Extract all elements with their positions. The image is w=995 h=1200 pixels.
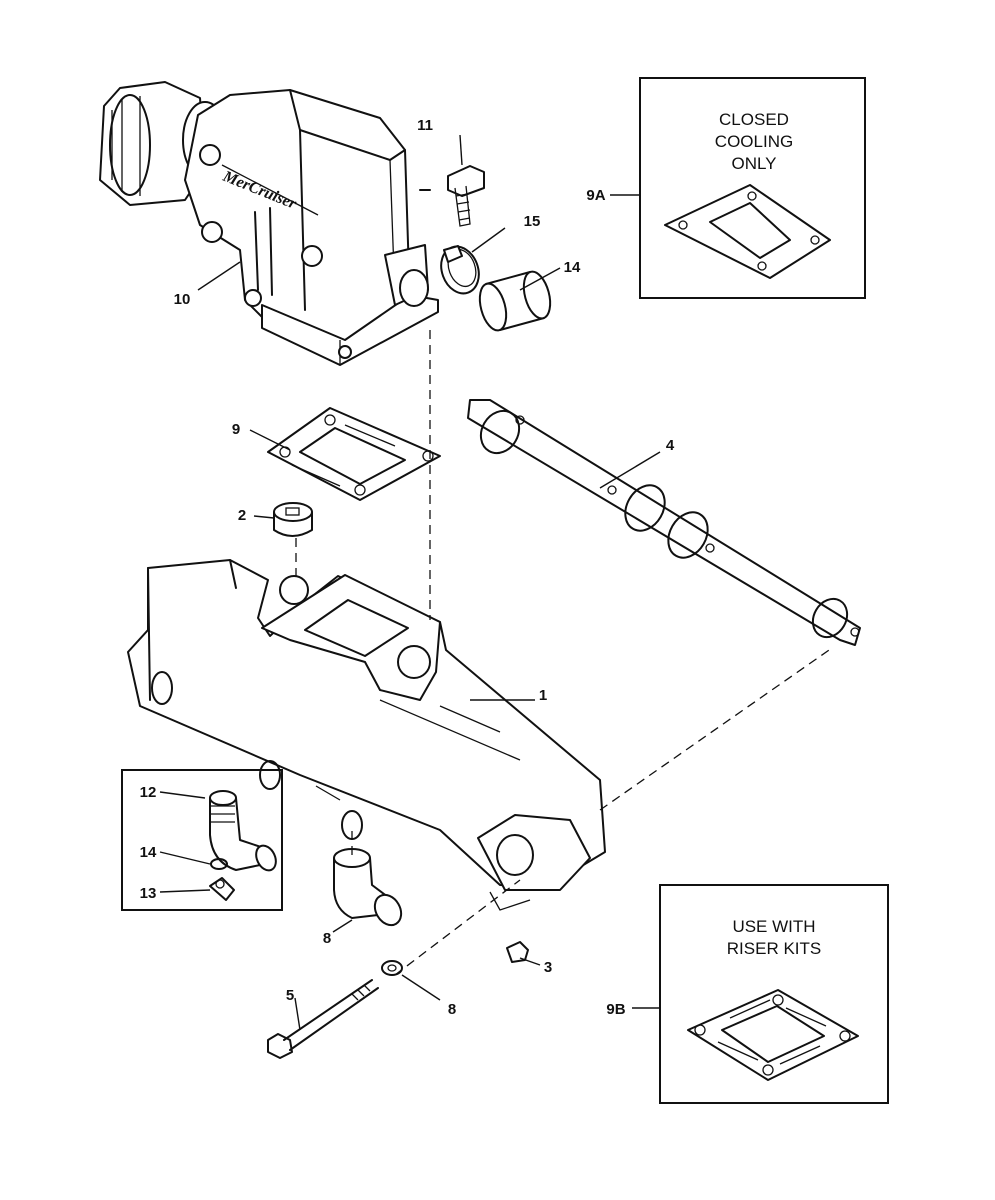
gasket-part-9a xyxy=(664,184,831,279)
manifold-gasket-part-4 xyxy=(467,399,861,646)
o-ring-part-14 xyxy=(210,858,228,870)
closed-cooling-line2: COOLING xyxy=(715,132,793,151)
callout-3: 3 xyxy=(544,959,552,976)
hose-clamp-part-15 xyxy=(440,245,480,295)
hose-part-14 xyxy=(478,270,552,332)
exhaust-manifold-part-1 xyxy=(127,559,606,911)
clip-part-13 xyxy=(209,877,235,901)
callout-10: 10 xyxy=(174,291,191,308)
closed-cooling-line1: CLOSED xyxy=(719,110,789,129)
riser-kits-line1: USE WITH xyxy=(732,917,815,936)
callout-9a: 9A xyxy=(586,187,605,204)
callout-11: 11 xyxy=(417,117,433,134)
callout-4: 4 xyxy=(666,437,675,454)
long-bolt-part-5 xyxy=(267,979,379,1059)
callout-15: 15 xyxy=(524,213,541,230)
riser-kits-line2: RISER KITS xyxy=(727,939,821,958)
assembly-dashed-lines xyxy=(295,330,833,976)
nut-part-3 xyxy=(506,941,529,963)
callout-8-elbow: 8 xyxy=(323,930,331,947)
callout-9b: 9B xyxy=(606,1001,625,1018)
callout-9: 9 xyxy=(232,421,240,438)
leader-lines xyxy=(159,134,661,1031)
inset-closed-cooling: CLOSED COOLING ONLY xyxy=(639,77,866,299)
closed-cooling-line3: ONLY xyxy=(731,154,776,173)
bolt-part-11 xyxy=(447,165,485,227)
callout-12: 12 xyxy=(140,784,157,801)
inset-riser-kits: USE WITH RISER KITS xyxy=(659,884,889,1104)
callout-5: 5 xyxy=(286,987,294,1004)
fitting-part-12 xyxy=(209,790,277,872)
callout-8-washer: 8 xyxy=(448,1001,456,1018)
callout-14-upper: 14 xyxy=(564,259,581,276)
callout-14-inset: 14 xyxy=(140,844,157,861)
exhaust-elbow-part-10: MerCruiser xyxy=(99,81,439,366)
plug-part-2 xyxy=(273,502,313,537)
gasket-part-9b xyxy=(687,989,859,1081)
callout-1: 1 xyxy=(539,687,547,704)
callout-2: 2 xyxy=(238,507,246,524)
gasket-part-9 xyxy=(267,407,441,501)
inset-fittings-box xyxy=(121,769,283,911)
washer-part-8 xyxy=(381,960,403,976)
callout-13: 13 xyxy=(140,885,157,902)
elbow-fitting-part-8 xyxy=(333,848,403,927)
callout-labels: 10 11 15 14 9A 9 2 4 1 12 14 13 8 3 8 5 … xyxy=(140,117,675,1018)
